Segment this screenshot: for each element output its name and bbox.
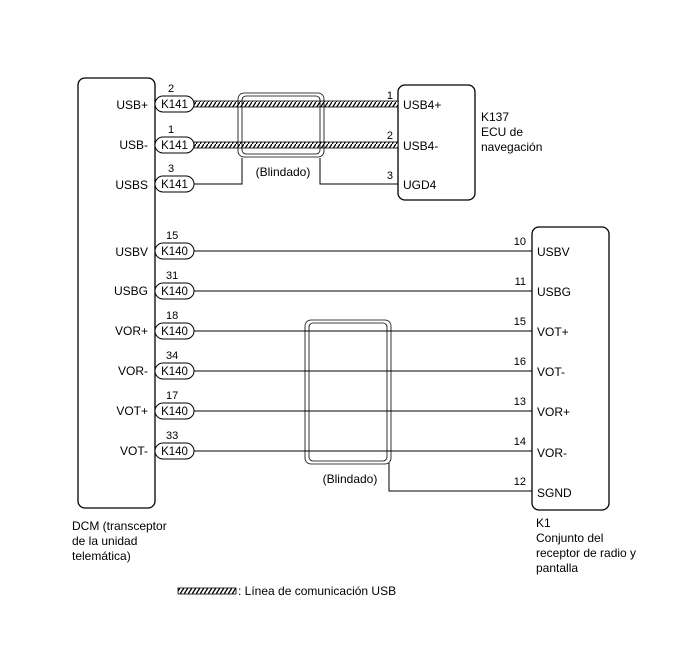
dcm-pin-number: 18 [166,310,178,322]
usbs-drain-wire [194,158,243,185]
connector-k140 [154,282,195,300]
connector-label: K141 [161,99,188,111]
radio-pin-label: VOT- [537,365,565,379]
usb-twisted-wire-plus [193,100,399,108]
dcm-pin-label: USB- [119,138,148,152]
nav-ecu-pin-number: 2 [387,130,393,142]
usb-twisted-wire-minus [193,141,399,149]
connector-k140 [154,242,195,260]
connector-label: K140 [161,246,188,258]
nav-ecu-caption: ECU de [481,125,523,139]
nav-ecu-pin-label: USB4- [403,139,438,153]
radio-pin-label: USBG [537,285,571,299]
radio-pin-label: VOR- [537,446,567,460]
dcm-pin-number: 31 [166,270,178,282]
sgnd-wire [388,463,532,492]
radio-caption: Conjunto del [536,531,603,545]
nav-ecu-id: K137 [481,110,509,124]
radio-pin-label: VOR+ [537,405,570,419]
dcm-pin-number: 17 [166,390,178,402]
dcm-pin-number: 3 [168,163,174,175]
ugd4-wire [319,158,398,185]
connector-label: K140 [161,326,188,338]
dcm-connectors [154,95,195,460]
nav-ecu-pin-number: 3 [387,170,393,182]
nav-ecu-pin-number: 1 [387,90,393,102]
dcm-pin-label: USBS [115,178,148,192]
radio-pin-number: 13 [514,396,526,408]
dcm-pin-number: 15 [166,230,178,242]
usb-shield [237,92,325,158]
shield-label-video: (Blindado) [323,472,378,486]
radio-pin-label: SGND [537,486,572,500]
dcm-pin-number: 33 [166,430,178,442]
radio-pin-number: 12 [514,476,526,488]
radio-pin-label: USBV [537,245,570,259]
connector-label: K140 [161,286,188,298]
dcm-pin-number: 2 [168,83,174,95]
radio-pin-number: 15 [514,316,526,328]
radio-pin-number: 14 [514,436,526,448]
connector-k140 [154,362,195,380]
connector-k141 [154,95,195,113]
connector-k141 [154,175,195,193]
connector-k140 [154,402,195,420]
shield-label-usb: (Blindado) [256,165,311,179]
radio-pin-number: 16 [514,356,526,368]
connector-k140 [154,322,195,340]
nav-ecu-pin-label: USB4+ [403,98,441,112]
video-shield [304,319,392,465]
radio-box [531,226,610,511]
connector-label: K141 [161,140,188,152]
radio-pin-number: 10 [514,236,526,248]
legend-twisted-wire-swatch [177,587,237,595]
connector-label: K141 [161,179,188,191]
dcm-pin-label: VOT+ [116,404,148,418]
dcm-caption: telemática) [72,549,131,563]
dcm-pin-label: USBG [114,284,148,298]
dcm-pin-label: VOR- [118,364,148,378]
dcm-pin-label: USBV [115,245,148,259]
connector-label: K140 [161,406,188,418]
connector-label: K140 [161,446,188,458]
legend-text: : Línea de comunicación USB [238,584,396,598]
dcm-caption: de la unidad [72,534,137,548]
dcm-pin-label: VOT- [120,444,148,458]
dcm-caption: DCM (transceptor [72,519,167,533]
dcm-pin-number: 1 [168,124,174,136]
connector-label: K140 [161,366,188,378]
dcm-pin-label: VOR+ [115,324,148,338]
radio-pin-number: 11 [515,276,526,288]
dcm-pin-number: 34 [166,350,178,362]
connector-k140 [154,442,195,460]
radio-caption: receptor de radio y [536,546,636,560]
radio-id: K1 [536,516,551,530]
nav-ecu-caption: navegación [481,140,542,154]
nav-ecu-pin-label: UGD4 [403,178,437,192]
radio-pin-label: VOT+ [537,325,569,339]
dcm-pin-label: USB+ [116,98,148,112]
connector-k141 [154,136,195,154]
radio-caption: pantalla [536,561,578,575]
